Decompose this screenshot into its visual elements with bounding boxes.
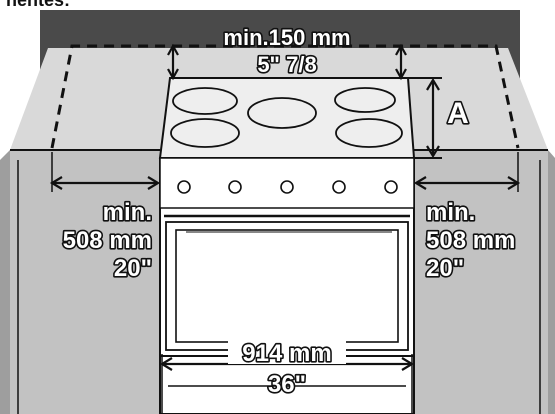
header-fragment: nentes: xyxy=(6,0,70,10)
knob-2 xyxy=(228,180,242,194)
knob-4 xyxy=(332,180,346,194)
left-metric-label: 508 mm xyxy=(63,227,152,254)
burner-rear-left xyxy=(172,87,238,115)
right-metric-label: 508 mm xyxy=(426,227,515,254)
left-imperial-label: 20" xyxy=(114,255,152,282)
knob-3 xyxy=(280,180,294,194)
clearance-outline xyxy=(50,44,520,149)
left-min-label: min. xyxy=(103,199,152,226)
knob-5 xyxy=(384,180,398,194)
top-clearance-imperial-label: 5" 7/8 xyxy=(257,52,316,77)
knobs xyxy=(177,180,398,194)
range-base xyxy=(159,355,415,414)
right-cabinet-side xyxy=(548,150,555,414)
right-min-label: min. xyxy=(426,199,475,226)
left-cabinet xyxy=(10,150,160,414)
marker-a-label: A xyxy=(447,97,469,130)
width-imperial-label: 36" xyxy=(268,371,306,398)
burner-center xyxy=(247,97,317,129)
top-clearance-metric-label: min.150 mm xyxy=(223,25,350,50)
width-metric-label: 914 mm xyxy=(242,340,331,367)
right-cabinet xyxy=(414,150,548,414)
burner-rear-right xyxy=(334,87,396,113)
burner-front-left xyxy=(170,118,240,148)
oven-door xyxy=(165,221,409,351)
right-imperial-label: 20" xyxy=(426,255,464,282)
burner-front-right xyxy=(335,118,403,148)
knob-1 xyxy=(177,180,191,194)
left-cabinet-side xyxy=(0,150,10,414)
